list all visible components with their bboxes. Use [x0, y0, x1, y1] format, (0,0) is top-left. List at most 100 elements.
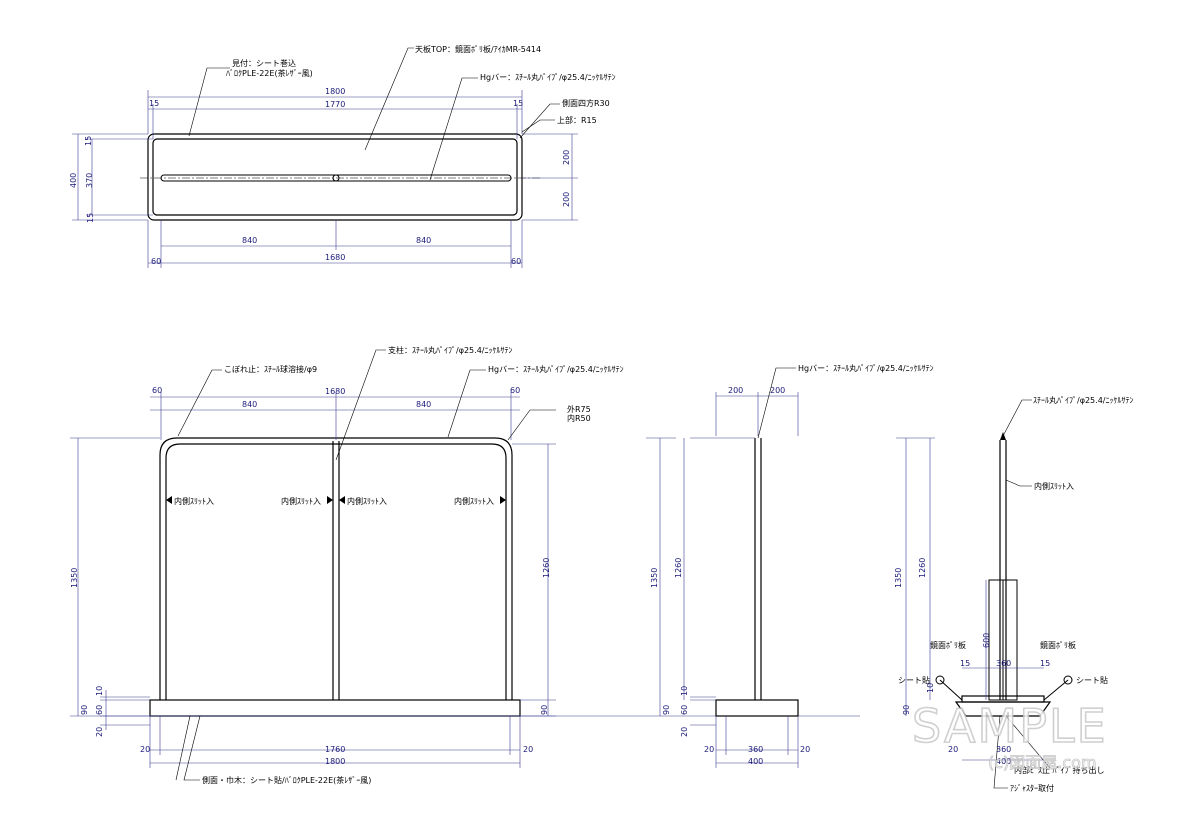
side-plinth — [715, 699, 799, 717]
dim-text: 840 — [242, 236, 257, 245]
dim-text: 15 — [1040, 659, 1050, 668]
dim-text: 370 — [85, 173, 94, 188]
plan-outer-edge — [147, 133, 523, 221]
dim-text: 20 — [95, 727, 104, 737]
dim-text: 400 — [69, 173, 78, 188]
label-slit-2: 内側ｽﾘｯﾄ入 — [281, 496, 321, 506]
label-sheet-r: シート貼 — [1076, 675, 1108, 685]
adjuster-l — [935, 675, 945, 685]
base-plinth — [149, 699, 521, 717]
dim-text: 90 — [80, 705, 89, 715]
label-naibu: 内部ﾋﾞｽ止 ﾊﾟｲﾌﾟ持ち出し — [1014, 765, 1105, 775]
dim-text: 1350 — [650, 568, 659, 588]
adjuster-r — [1063, 675, 1073, 685]
dim-text: 60 — [95, 705, 104, 715]
dim-text: 15 — [84, 136, 93, 146]
dim-text: 20 — [948, 745, 958, 754]
label-shichu: 支柱：ｽﾁｰﾙ丸ﾊﾟｲﾌﾟ/φ25.4/ﾆｯｹﾙｻﾃﾝ — [388, 345, 512, 355]
dim-text: 10 — [926, 683, 935, 693]
label-slit-1: 内側ｽﾘｯﾄ入 — [174, 496, 214, 506]
dim-text: 1770 — [325, 100, 345, 109]
dimension-values: 1800 15 1770 15 15 400 370 15 200 200 84… — [69, 87, 1050, 766]
label-top-r15: 上部：R15 — [557, 115, 597, 125]
dim-text: 15 — [149, 99, 159, 108]
dim-text: 20 — [523, 745, 533, 754]
slit-marker — [166, 496, 172, 504]
dim-text: 90 — [902, 705, 911, 715]
plan-top-surface — [152, 138, 518, 216]
dim-text: 200 — [728, 386, 743, 395]
label-hg-front: Hgバー：ｽﾁｰﾙ丸ﾊﾟｲﾌﾟ/φ25.4/ﾆｯｹﾙｻﾃﾝ — [488, 364, 624, 374]
section-base — [954, 701, 1052, 717]
dim-text: 1680 — [325, 387, 345, 396]
dim-text: 360 — [996, 745, 1011, 754]
label-koboredome: こぼれ止：ｽﾁｰﾙ球溶接/φ9 — [224, 364, 317, 374]
label-outer-r75: 外R75 — [567, 404, 591, 414]
label-sheet-l: シート貼 — [898, 675, 930, 685]
side-view — [646, 367, 799, 768]
dim-text: 400 — [996, 757, 1011, 766]
dim-text: 1350 — [70, 568, 79, 588]
label-sokumen: 側面・巾木：シート貼/ﾊﾞﾛｸPLE-22E(茶ﾚｻﾞｰ風) — [202, 775, 371, 785]
watermark-sub: (c)図面屋.com — [988, 753, 1097, 772]
label-slit-3: 内側ｽﾘｯﾄ入 — [347, 496, 387, 506]
slit-marker — [339, 496, 345, 504]
dim-text: 90 — [662, 705, 671, 715]
dim-text: 15 — [86, 213, 95, 223]
label-kyomen-r: 鏡面ﾎﾟﾘ板 — [1040, 640, 1076, 650]
dim-text: 1680 — [325, 253, 345, 262]
dim-text: 20 — [704, 745, 714, 754]
dim-text: 90 — [540, 705, 549, 715]
label-mitsuke: 見付：シート巻込 — [232, 58, 296, 68]
labels: 見付：シート巻込 ﾊﾞﾛｸPLE-22E(茶ﾚｻﾞｰ風) 天板TOP：鏡面ﾎﾟﾘ… — [174, 44, 1133, 793]
dim-text: 60 — [680, 705, 689, 715]
label-top: 天板TOP：鏡面ﾎﾟﾘ板/ｱｲｶMR-5414 — [415, 44, 541, 54]
dim-text: 1800 — [325, 757, 345, 766]
dim-text: 200 — [770, 386, 785, 395]
label-hg-top: Hgバー：ｽﾁｰﾙ丸ﾊﾟｲﾌﾟ/φ25.4/ﾆｯｹﾙｻﾃﾝ — [480, 72, 616, 82]
dim-text: 1800 — [325, 87, 345, 96]
label-hg-side: Hgバー：ｽﾁｰﾙ丸ﾊﾟｲﾌﾟ/φ25.4/ﾆｯｹﾙｻﾃﾝ — [798, 363, 934, 373]
dim-text: 20 — [800, 745, 810, 754]
label-slit-5: 内側ｽﾘｯﾄ入 — [1034, 481, 1074, 491]
dim-text: 60 — [151, 257, 161, 266]
dim-text: 200 — [562, 192, 571, 207]
dim-text: 1260 — [542, 558, 551, 578]
dim-text: 840 — [416, 400, 431, 409]
label-inner-r50: 内R50 — [567, 413, 591, 423]
watermark: SAMPLE (c)図面屋.com — [911, 698, 1108, 772]
dim-text: 1260 — [674, 558, 683, 578]
dim-text: 400 — [748, 757, 763, 766]
label-adjuster: ｱｼﾞｬｽﾀｰ取付 — [1010, 783, 1054, 793]
section-view — [896, 399, 1073, 789]
dim-text: 10 — [95, 686, 104, 696]
dim-text: 15 — [513, 99, 523, 108]
dim-text: 600 — [982, 633, 991, 648]
front-frame-outer — [159, 437, 513, 700]
dim-text: 840 — [242, 400, 257, 409]
dim-text: 10 — [680, 686, 689, 696]
slit-marker — [500, 496, 506, 504]
dim-text: 840 — [416, 236, 431, 245]
dim-text: 60 — [510, 386, 520, 395]
dim-text: 200 — [562, 150, 571, 165]
watermark-sample: SAMPLE — [912, 699, 1108, 753]
dim-text: 1760 — [325, 745, 345, 754]
dim-text: 20 — [140, 745, 150, 754]
label-pipe-right: ｽﾁｰﾙ丸ﾊﾟｲﾌﾟ/φ25.4/ﾆｯｹﾙｻﾃﾝ — [1033, 395, 1133, 405]
dim-text: 1350 — [894, 568, 903, 588]
dim-text: 15 — [960, 659, 970, 668]
dim-text: 360 — [996, 659, 1011, 668]
label-side-r30: 側面四方R30 — [562, 98, 610, 108]
dim-text: 60 — [152, 386, 162, 395]
label-mitsuke-2: ﾊﾞﾛｸPLE-22E(茶ﾚｻﾞｰ風) — [226, 68, 313, 78]
label-slit-4: 内側ｽﾘｯﾄ入 — [454, 496, 494, 506]
dim-text: 1260 — [918, 558, 927, 578]
front-frame-inner — [165, 443, 507, 700]
dim-text: 60 — [511, 257, 521, 266]
plan-view — [72, 47, 578, 268]
dim-text: 360 — [748, 745, 763, 754]
label-kyomen-l: 鏡面ﾎﾟﾘ板 — [930, 640, 966, 650]
slit-marker — [327, 496, 333, 504]
